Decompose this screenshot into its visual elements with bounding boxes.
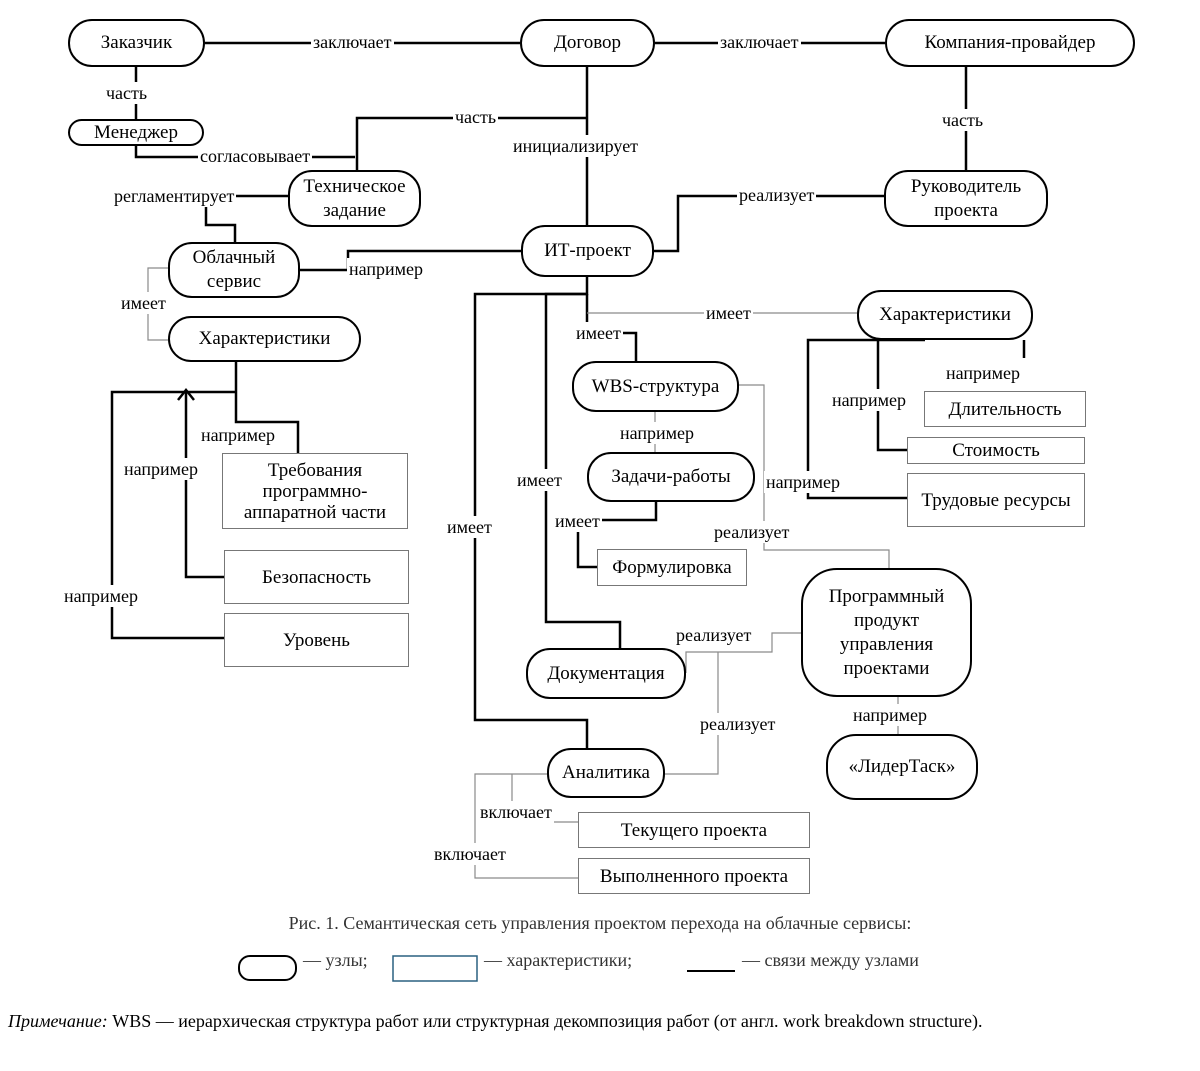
link-label-implements-docs: реализует bbox=[674, 624, 754, 646]
node-customer: Заказчик bbox=[68, 19, 205, 67]
node-analytics: Аналитика bbox=[547, 748, 665, 798]
link-label-for-example-labor: например bbox=[764, 471, 843, 493]
char-labor-resources: Трудовые ресурсы bbox=[907, 473, 1085, 527]
figure-caption: Рис. 1. Семантическая сеть управления пр… bbox=[288, 913, 912, 933]
footnote-text: WBS — иерархическая структура работ или … bbox=[112, 1011, 983, 1031]
link-label-includes-completed: включает bbox=[432, 843, 508, 865]
node-provider: Компания-провайдер bbox=[885, 19, 1135, 67]
node-documentation: Документация bbox=[526, 648, 686, 699]
legend-nodes-text: — узлы; bbox=[303, 950, 368, 970]
node-characteristics-right: Характеристики bbox=[857, 290, 1033, 340]
link-label-for-example-security: например bbox=[122, 458, 201, 480]
link-label-includes-current: включает bbox=[478, 801, 554, 823]
node-wbs: WBS-структура bbox=[572, 361, 739, 412]
link-label-part-customer: часть bbox=[104, 82, 150, 104]
link-label-initializes: инициализирует bbox=[511, 135, 641, 157]
link-label-for-example-level: например bbox=[62, 585, 141, 607]
legend-node-sample bbox=[238, 955, 297, 981]
node-characteristics-left: Характеристики bbox=[168, 316, 361, 362]
link-label-implements-analytics: реализует bbox=[698, 713, 778, 735]
node-manager: Менеджер bbox=[68, 119, 204, 146]
link-label-has-cloud: имеет bbox=[119, 292, 168, 314]
legend-characteristic-sample bbox=[392, 955, 478, 982]
link-label-concludes-right: заключает bbox=[718, 31, 801, 53]
link-label-for-example-req: например bbox=[199, 424, 278, 446]
link-label-for-example-wbs: например bbox=[618, 422, 697, 444]
link-label-for-example-cost: например bbox=[830, 389, 909, 411]
node-contract: Договор bbox=[520, 19, 655, 67]
link-label-has-analytics: имеет bbox=[445, 516, 494, 538]
char-duration: Длительность bbox=[924, 391, 1086, 427]
char-wording: Формулировка bbox=[597, 549, 747, 586]
link-label-for-example-software: например bbox=[851, 704, 930, 726]
link-label-implements-leader: реализует bbox=[737, 184, 817, 206]
footnote: Примечание: WBS — иерархическая структур… bbox=[8, 1008, 1188, 1034]
link-label-part-contract: часть bbox=[453, 106, 499, 128]
node-it-project: ИТ-проект bbox=[521, 225, 654, 277]
link-label-has-tasks: имеет bbox=[515, 469, 564, 491]
char-level: Уровень bbox=[224, 613, 409, 667]
footnote-label: Примечание: bbox=[8, 1011, 108, 1031]
link-label-for-example-cloud: например bbox=[347, 258, 426, 280]
link-label-agrees: согласовывает bbox=[198, 145, 313, 167]
link-label-for-example-duration: например bbox=[944, 362, 1023, 384]
link-label-has-right: имеет bbox=[704, 302, 753, 324]
char-cost: Стоимость bbox=[907, 437, 1085, 464]
legend-links-text: — связи между узлами bbox=[742, 950, 919, 970]
link-label-has-wording: имеет bbox=[553, 510, 602, 532]
link-label-regulates: регламентирует bbox=[112, 185, 237, 207]
node-leadertask: «ЛидерТаск» bbox=[826, 734, 978, 800]
link-label-implements-wbs: реализует bbox=[712, 521, 792, 543]
char-completed-project: Выполненного проекта bbox=[578, 858, 810, 894]
link-label-has-wbs: имеет bbox=[574, 322, 623, 344]
link-label-part-provider: часть bbox=[940, 109, 986, 131]
char-current-project: Текущего проекта bbox=[578, 812, 810, 848]
link-label-concludes-left: заключает bbox=[311, 31, 394, 53]
legend-characteristics-text: — характеристики; bbox=[484, 950, 633, 970]
char-security: Безопасность bbox=[224, 550, 409, 604]
node-tasks: Задачи-работы bbox=[587, 452, 755, 502]
